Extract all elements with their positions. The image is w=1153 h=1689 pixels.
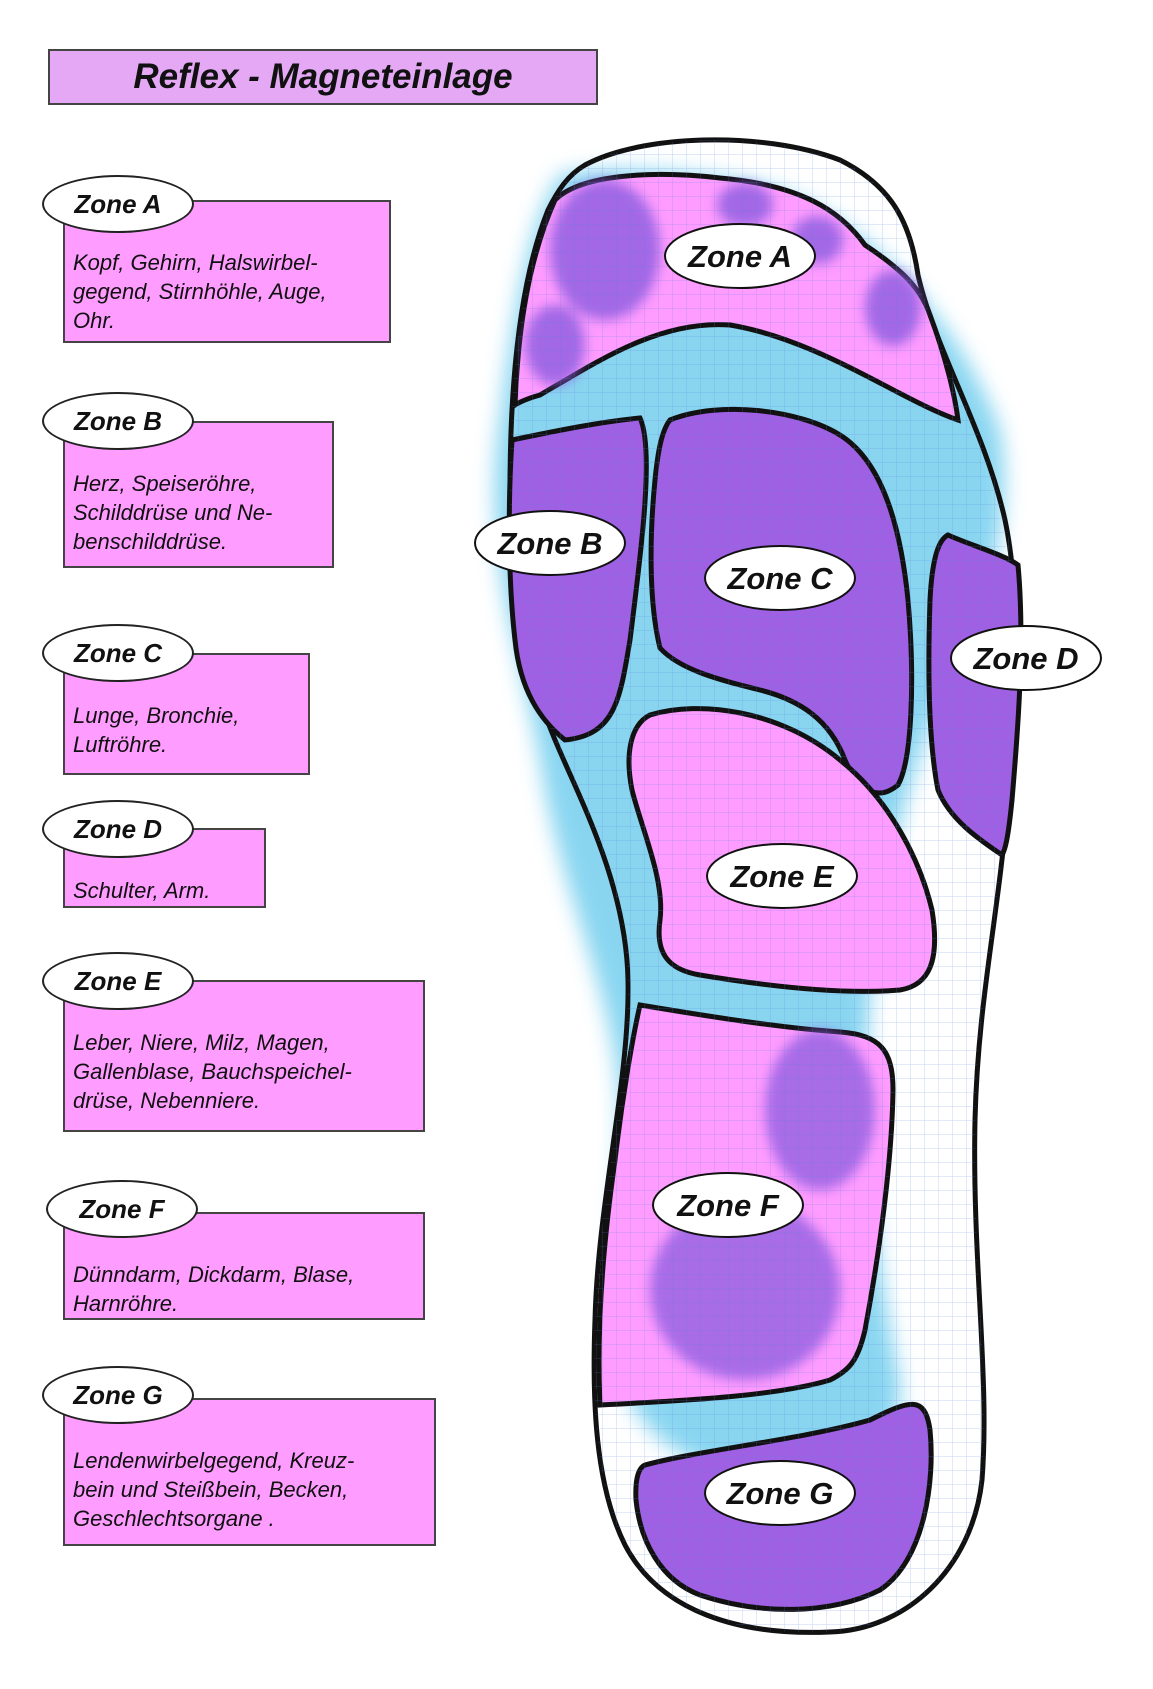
label-zone-b-text: Zone B	[496, 526, 602, 561]
legend-oval: Zone B	[42, 392, 194, 450]
legend-zone-label: Zone G	[73, 1379, 163, 1410]
legend-zone-label: Zone B	[73, 405, 163, 436]
legend-line: Harnröhre.	[73, 1291, 179, 1316]
legend-line: Gallenblase, Bauchspeichel-	[73, 1059, 352, 1084]
title-box: Reflex - Magneteinlage	[48, 49, 598, 105]
legend-line: drüse, Nebenniere.	[73, 1088, 261, 1113]
legend-line: benschilddrüse.	[73, 529, 228, 554]
legend-line: Kopf, Gehirn, Halswirbel-	[73, 250, 318, 275]
legend-oval: Zone A	[42, 175, 194, 233]
legend-oval: Zone C	[42, 624, 194, 682]
legend-line: Schulter, Arm.	[73, 878, 211, 903]
label-zone-d-text: Zone D	[972, 641, 1078, 676]
legend-zone-label: Zone C	[73, 637, 163, 668]
legend-line: Lendenwirbelgegend, Kreuz-	[73, 1448, 355, 1473]
legend-zone-label: Zone F	[79, 1193, 165, 1224]
label-zone-e: Zone E	[706, 843, 858, 909]
legend-line: Schilddrüse und Ne-	[73, 500, 273, 525]
legend-oval: Zone E	[42, 952, 194, 1010]
legend-zone-label: Zone E	[74, 965, 162, 996]
legend-oval: Zone G	[42, 1366, 194, 1424]
label-zone-a-text: Zone A	[687, 239, 792, 274]
label-zone-g: Zone G	[704, 1460, 856, 1526]
legend-zone-label: Zone A	[74, 188, 162, 219]
legend-line: Herz, Speiseröhre,	[73, 471, 257, 496]
legend-zone-label: Zone D	[73, 813, 163, 844]
legend-line: Ohr.	[73, 308, 115, 333]
legend-line: bein und Steißbein, Becken,	[73, 1477, 349, 1502]
label-zone-c: Zone C	[704, 545, 856, 611]
legend-box: Lunge, Bronchie, Luftröhre.	[63, 653, 310, 775]
legend-box: Dünndarm, Dickdarm, Blase, Harnröhre.	[63, 1212, 425, 1320]
legend-line: Lunge, Bronchie,	[73, 703, 240, 728]
label-zone-a: Zone A	[664, 223, 816, 289]
legend-line: Leber, Niere, Milz, Magen,	[73, 1030, 330, 1055]
legend-box: Kopf, Gehirn, Halswirbel- gegend, Stirnh…	[63, 200, 391, 343]
page-title: Reflex - Magneteinlage	[133, 57, 513, 96]
legend-box: Herz, Speiseröhre, Schilddrüse und Ne- b…	[63, 421, 334, 568]
label-zone-f: Zone F	[652, 1172, 804, 1238]
label-zone-e-text: Zone E	[729, 859, 835, 894]
label-zone-f-text: Zone F	[676, 1188, 780, 1223]
legend-oval: Zone F	[46, 1180, 198, 1238]
label-zone-d: Zone D	[950, 625, 1102, 691]
label-zone-g-text: Zone G	[726, 1476, 834, 1511]
legend-line: Dünndarm, Dickdarm, Blase,	[73, 1262, 355, 1287]
legend-oval: Zone D	[42, 800, 194, 858]
label-zone-c-text: Zone C	[726, 561, 833, 596]
label-zone-b: Zone B	[474, 510, 626, 576]
legend-line: Luftröhre.	[73, 732, 168, 757]
legend-line: Geschlechtsorgane .	[73, 1506, 275, 1531]
legend-line: gegend, Stirnhöhle, Auge,	[73, 279, 327, 304]
